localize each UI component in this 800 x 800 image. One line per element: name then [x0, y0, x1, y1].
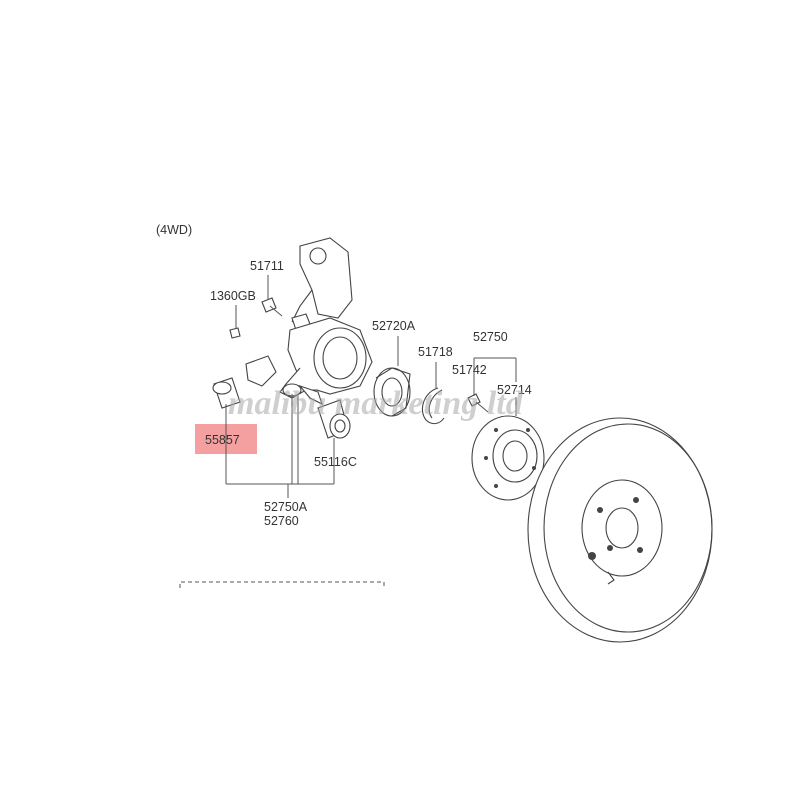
part-label-51742: 51742: [452, 363, 487, 377]
variant-label: (4WD): [156, 223, 192, 237]
part-label-55857: 55857: [205, 433, 240, 447]
dashed-group-outline: [179, 581, 385, 588]
snap-ring-51718-drawing: [421, 387, 445, 425]
leader-lines: [225, 275, 517, 498]
part-label-52760: 52760: [264, 514, 299, 528]
nut-1360gb-drawing: [229, 327, 241, 339]
part-label-52714: 52714: [497, 383, 532, 397]
part-label-55116c: 55116C: [314, 455, 357, 469]
bearing-52720a-drawing: [373, 367, 411, 417]
watermark: malibu marketing ltd: [228, 385, 524, 422]
hub-52714-drawing: [471, 415, 545, 501]
part-label-52750: 52750: [473, 330, 508, 344]
part-label-51711: 51711: [250, 259, 284, 273]
part-label-52750a: 52750A: [264, 500, 308, 514]
part-label-52720a: 52720A: [372, 319, 416, 333]
bushing-55116c-drawing: [317, 399, 351, 439]
part-label-51718: 51718: [418, 345, 453, 359]
stud-51742-drawing: [467, 393, 489, 413]
bushing-55857-drawing: [212, 377, 241, 409]
part-label-1360gb: 1360GB: [210, 289, 256, 303]
brake-disc-drawing: [527, 417, 713, 643]
bolt-51711-drawing: [261, 297, 283, 317]
knuckle-drawing: [245, 237, 373, 406]
